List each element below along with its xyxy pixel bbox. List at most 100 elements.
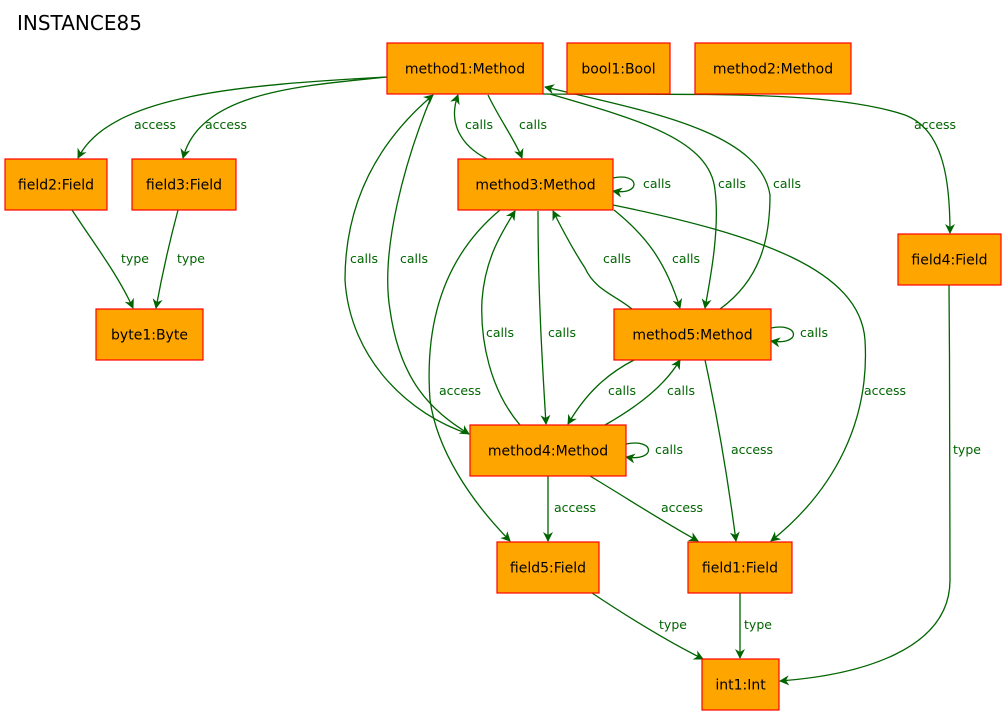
node-label: method1:Method xyxy=(405,62,525,78)
edge-label: calls xyxy=(773,176,801,191)
node-method5: method5:Method xyxy=(613,308,772,361)
edge-line xyxy=(567,359,635,425)
edge-method5-to-field1: access xyxy=(704,359,773,542)
node-label: int1:Int xyxy=(715,678,766,694)
edge-line xyxy=(612,204,867,542)
edge-label: calls xyxy=(672,251,700,266)
edge-line xyxy=(589,475,699,542)
edge-line xyxy=(537,210,551,425)
edge-method3-to-method4: calls xyxy=(537,210,576,425)
edge-line xyxy=(180,76,388,159)
edge-line xyxy=(612,176,635,198)
edge-line xyxy=(770,326,795,348)
edge-line xyxy=(77,76,388,159)
node-label: method5:Method xyxy=(632,328,752,344)
node-label: field5:Field xyxy=(510,561,586,577)
edge-method1-to-field2: access xyxy=(77,76,388,159)
node-label: field2:Field xyxy=(18,178,94,194)
edge-label: calls xyxy=(465,117,493,132)
edge-method1-to-method5: calls xyxy=(549,93,746,309)
node-method4: method4:Method xyxy=(469,424,627,477)
node-int1: int1:Int xyxy=(701,658,780,711)
node-field3: field3:Field xyxy=(131,158,237,211)
edge-method4-to-method5: calls xyxy=(604,359,695,426)
edge-label: access xyxy=(554,500,596,515)
edge-label: calls xyxy=(519,117,547,132)
node-field2: field2:Field xyxy=(4,158,108,211)
edge-label: calls xyxy=(608,383,636,398)
node-box xyxy=(131,158,237,211)
edge-method4-to-method1: calls xyxy=(344,94,470,435)
edge-method3-to-method5: calls xyxy=(613,209,700,309)
node-box xyxy=(613,308,772,361)
edge-label: access xyxy=(864,383,906,398)
node-box xyxy=(457,158,614,211)
edge-label: access xyxy=(134,117,176,132)
edge-line xyxy=(704,359,740,542)
node-byte1: byte1:Byte xyxy=(95,308,204,361)
node-box xyxy=(386,42,544,95)
node-label: field3:Field xyxy=(146,178,222,194)
diagram-title: INSTANCE85 xyxy=(17,11,142,35)
edge-label: calls xyxy=(718,176,746,191)
edge-line xyxy=(544,84,771,310)
edge-method5-to-method1: calls xyxy=(544,84,801,310)
edge-label: access xyxy=(731,442,773,457)
node-label: field4:Field xyxy=(911,253,987,269)
edge-line xyxy=(71,209,134,309)
edge-label: access xyxy=(914,117,956,132)
node-box xyxy=(496,541,600,594)
edge-method1-to-field3: access xyxy=(180,76,388,159)
edge-field1-to-int1: type xyxy=(735,593,772,659)
edge-line xyxy=(604,359,681,426)
node-box xyxy=(701,658,780,711)
edge-label: access xyxy=(439,383,481,398)
edge-label: calls xyxy=(548,325,576,340)
edge-label: calls xyxy=(667,383,695,398)
node-method1: method1:Method xyxy=(386,42,544,95)
edge-label: access xyxy=(661,500,703,515)
node-label: bool1:Bool xyxy=(581,62,655,78)
edge-method3-to-method1: calls xyxy=(450,94,493,160)
edge-label: type xyxy=(121,251,149,266)
edge-method5-to-method5: calls xyxy=(770,325,828,348)
edge-line xyxy=(481,210,521,426)
node-method2: method2:Method xyxy=(694,42,852,95)
node-label: method3:Method xyxy=(475,178,595,194)
edge-line xyxy=(387,94,470,435)
node-box xyxy=(469,424,627,477)
node-field1: field1:Field xyxy=(687,541,793,594)
edge-label: calls xyxy=(655,442,683,457)
edge-line xyxy=(428,209,511,542)
edge-line xyxy=(591,592,704,660)
edge-method1-to-method3: calls xyxy=(487,94,547,159)
edge-line xyxy=(549,93,718,309)
edge-method3-to-field5: access xyxy=(428,209,511,542)
node-box xyxy=(4,158,108,211)
edge-label: type xyxy=(744,617,772,632)
edge-line xyxy=(152,209,179,309)
edge-line xyxy=(487,94,524,159)
edge-label: type xyxy=(659,617,687,632)
edge-method4-to-method3: calls xyxy=(481,210,521,426)
edge-label: calls xyxy=(350,251,378,266)
edge-field4-to-int1: type xyxy=(779,284,981,686)
edge-label: access xyxy=(205,117,247,132)
nodes-layer: method1:Method bool1:Bool method2:Method fi… xyxy=(4,42,1002,711)
node-box xyxy=(687,541,793,594)
edge-method1-to-method4: calls xyxy=(387,94,470,435)
node-bool1: bool1:Bool xyxy=(566,42,671,95)
edge-line xyxy=(450,94,488,160)
node-box xyxy=(95,308,204,361)
node-method3: method3:Method xyxy=(457,158,614,211)
edge-field2-to-byte1: type xyxy=(71,209,149,309)
node-box xyxy=(897,233,1002,286)
edge-label: calls xyxy=(800,325,828,340)
edge-method3-to-field1: access xyxy=(612,204,906,542)
edge-method4-to-method4: calls xyxy=(625,442,683,464)
edge-field3-to-byte1: type xyxy=(152,209,205,309)
edge-label: type xyxy=(953,442,981,457)
node-label: method4:Method xyxy=(488,444,608,460)
edge-field5-to-int1: type xyxy=(591,592,704,660)
